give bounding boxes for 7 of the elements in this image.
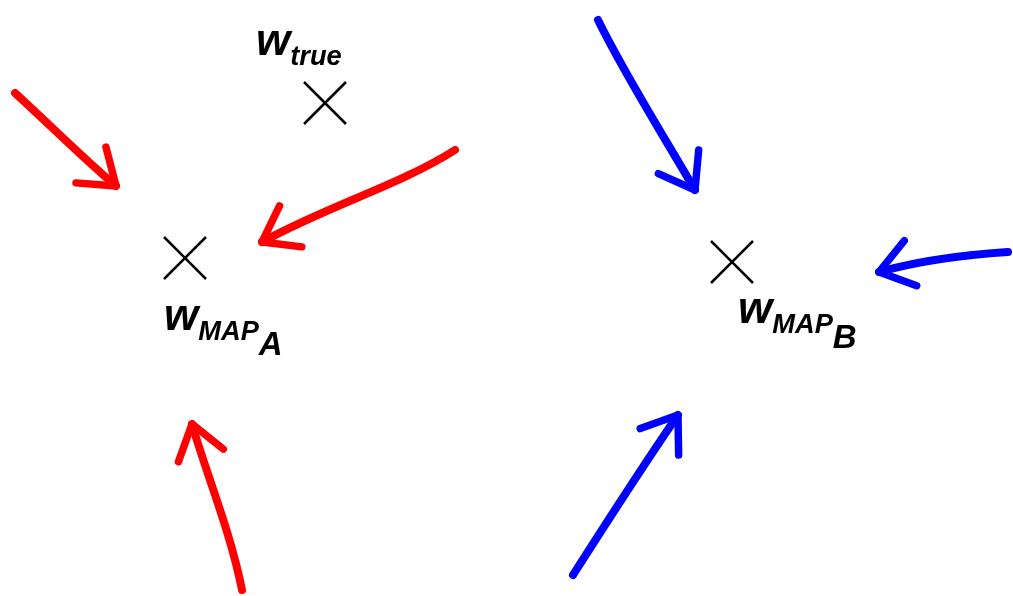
arrow <box>258 146 459 252</box>
point-label: w$_{true}$ <box>256 18 342 69</box>
arrow <box>594 16 703 194</box>
arrow <box>175 420 246 594</box>
arrow <box>875 237 1012 290</box>
arrow <box>11 89 120 190</box>
arrow <box>569 411 683 579</box>
